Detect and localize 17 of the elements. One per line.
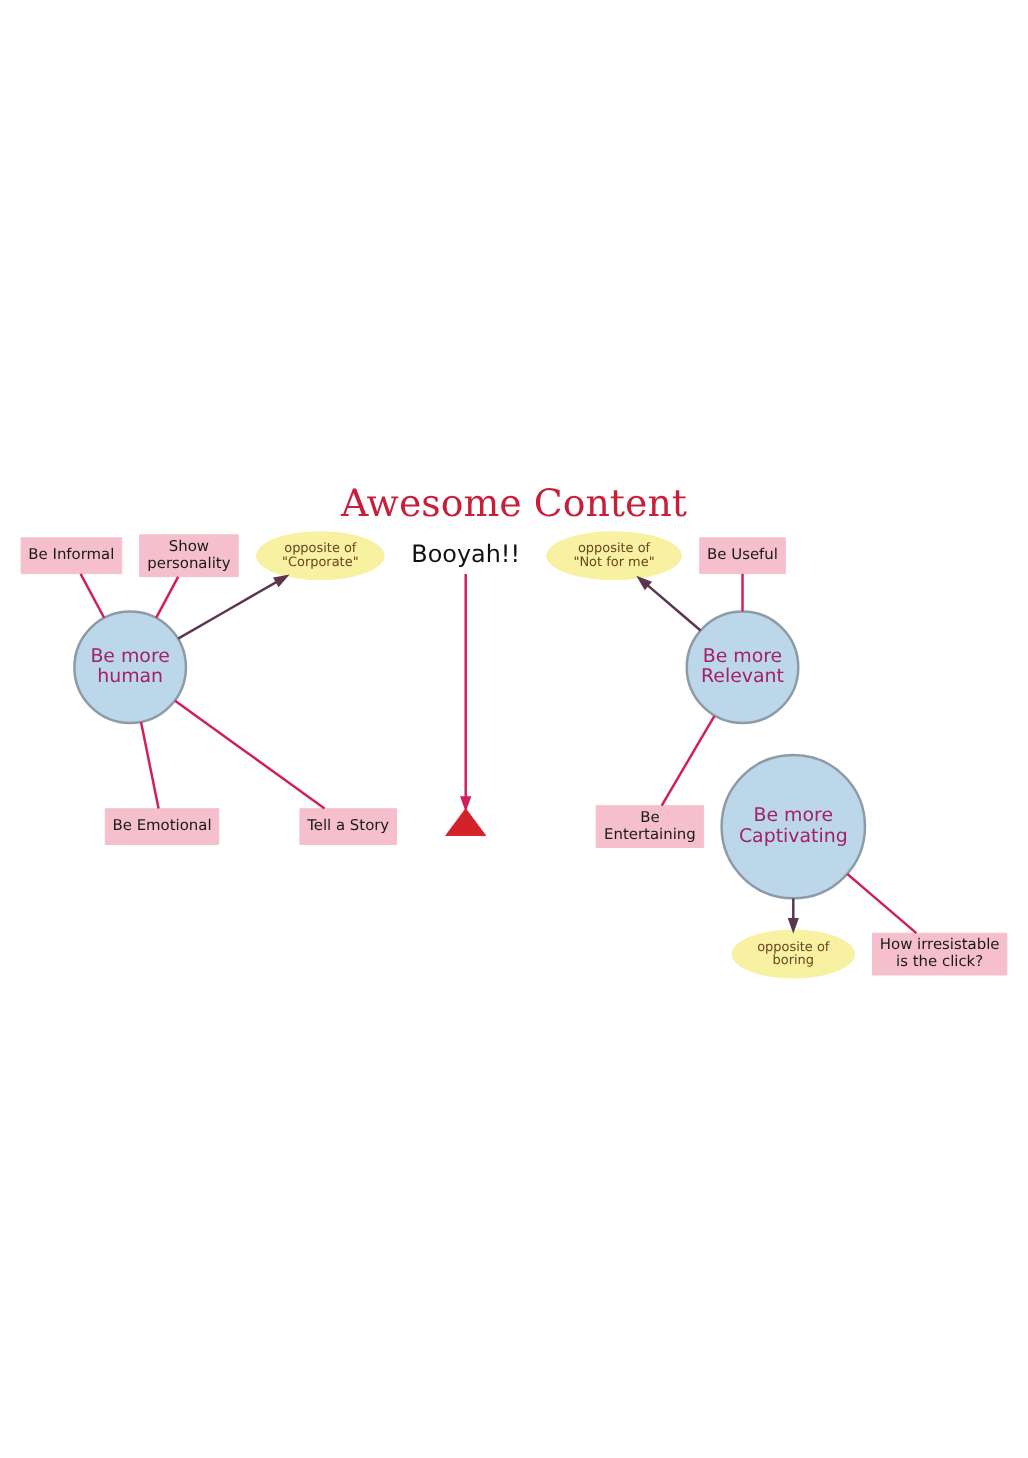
connector — [79, 572, 106, 618]
arrow — [460, 572, 472, 812]
connector — [846, 872, 918, 934]
connector — [741, 572, 744, 611]
node-circle: Be more Relevant — [685, 609, 800, 724]
arrow — [636, 574, 702, 631]
node-circle: Be more Captivating — [720, 752, 867, 899]
node-triangle — [445, 807, 487, 836]
node-circle: Be more human — [73, 609, 188, 724]
arrow — [787, 897, 799, 933]
connector — [139, 720, 160, 808]
connector — [660, 714, 716, 806]
connector — [174, 698, 326, 809]
connector — [155, 575, 180, 618]
diagram-title: Awesome Content — [341, 481, 687, 526]
arrow — [177, 573, 290, 639]
node-text: Booyah!! — [411, 538, 521, 567]
